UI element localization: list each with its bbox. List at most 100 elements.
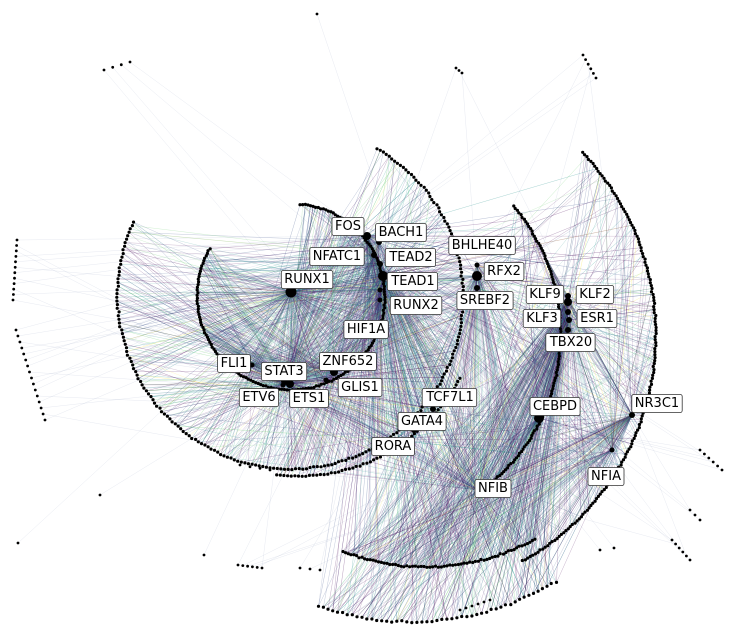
target-node <box>390 620 394 624</box>
peripheral-node <box>16 334 20 338</box>
regulatory-edge <box>282 216 338 386</box>
target-node <box>149 395 153 399</box>
target-node <box>395 619 399 623</box>
regulatory-edge <box>330 211 335 373</box>
regulatory-edge <box>290 291 384 311</box>
regulatory-edge <box>290 291 381 324</box>
target-node <box>627 218 631 222</box>
regulatory-edge <box>401 414 633 621</box>
regulatory-edge <box>159 289 381 409</box>
peripheral-node <box>688 508 692 512</box>
peripheral-node <box>315 12 319 16</box>
target-node <box>194 437 198 441</box>
target-node <box>419 183 423 187</box>
regulatory-edge <box>211 291 292 348</box>
target-node <box>501 552 506 556</box>
regulatory-edge <box>367 329 569 560</box>
regulatory-edge <box>342 319 570 552</box>
regulatory-edge <box>611 449 619 468</box>
regulatory-edge <box>366 235 636 436</box>
target-node <box>653 335 657 339</box>
regulatory-edge <box>415 301 569 567</box>
regulatory-edge <box>289 214 442 385</box>
regulatory-edge <box>507 414 633 469</box>
regulatory-edge <box>403 319 570 567</box>
regulatory-edge <box>282 207 319 386</box>
regulatory-edge <box>290 275 383 293</box>
regulatory-edge <box>352 319 570 615</box>
target-node <box>319 382 323 386</box>
target-node <box>125 237 129 241</box>
target-node <box>552 381 556 385</box>
target-node <box>352 553 356 557</box>
target-node <box>541 547 545 551</box>
target-node <box>609 186 614 190</box>
target-node <box>638 243 642 247</box>
regulatory-edge <box>381 319 570 621</box>
target-node <box>439 213 443 217</box>
peripheral-node <box>581 53 585 57</box>
regulatory-edge <box>156 254 375 407</box>
regulatory-edge <box>382 275 473 617</box>
target-node <box>115 303 119 307</box>
target-node <box>634 431 638 435</box>
regulatory-edge <box>386 319 570 622</box>
regulatory-edge <box>611 418 642 451</box>
regulatory-edge <box>289 206 314 385</box>
regulatory-edge <box>118 285 286 382</box>
regulatory-edge <box>120 260 381 291</box>
regulatory-edge <box>154 299 381 404</box>
regulatory-edge <box>379 289 427 424</box>
regulatory-edge <box>542 416 613 451</box>
regulatory-edge <box>373 254 418 432</box>
regulatory-edge <box>508 414 633 551</box>
regulatory-edge <box>227 254 375 458</box>
regulatory-edge <box>130 228 381 291</box>
regulatory-edge <box>382 275 523 547</box>
regulatory-edge <box>394 439 582 518</box>
target-node <box>155 404 159 408</box>
regulatory-edge <box>505 417 540 470</box>
regulatory-edge <box>518 449 613 547</box>
regulatory-edge <box>128 232 291 385</box>
regulatory-edge <box>214 291 292 451</box>
regulatory-edge <box>373 254 380 329</box>
target-node <box>286 467 290 471</box>
regulatory-edge <box>277 383 291 469</box>
target-node <box>549 581 553 586</box>
regulatory-edge <box>611 225 633 451</box>
regulatory-edge <box>290 291 362 359</box>
regulatory-edge <box>154 291 292 404</box>
regulatory-edge <box>476 287 528 559</box>
regulatory-edge <box>197 291 292 296</box>
regulatory-edge <box>137 374 434 410</box>
peripheral-node <box>26 364 29 368</box>
peripheral-node <box>28 370 31 374</box>
regulatory-edge <box>392 295 569 565</box>
target-node <box>465 561 469 565</box>
regulatory-edge <box>202 263 327 381</box>
regulatory-edge <box>495 417 540 480</box>
target-node <box>282 387 286 392</box>
regulatory-edge <box>421 414 633 623</box>
regulatory-edge <box>398 311 569 566</box>
hub-label-cebpd: CEBPD <box>529 397 581 416</box>
regulatory-edge <box>359 289 381 467</box>
regulatory-edge <box>207 253 434 410</box>
regulatory-edge <box>523 319 570 598</box>
regulatory-edge <box>476 156 588 277</box>
target-node <box>653 359 657 363</box>
regulatory-edge <box>508 414 633 551</box>
regulatory-edge <box>396 264 478 622</box>
regulatory-edge <box>415 414 633 567</box>
regulatory-edge <box>327 417 540 610</box>
regulatory-edge <box>289 190 427 385</box>
regulatory-edge <box>446 414 633 567</box>
regulatory-edge <box>421 301 569 623</box>
regulatory-edge <box>178 425 396 441</box>
regulatory-edge <box>289 371 335 391</box>
regulatory-edge <box>119 267 327 381</box>
regulatory-edge <box>379 299 416 416</box>
regulatory-edge <box>418 301 569 567</box>
regulatory-edge <box>426 295 569 622</box>
